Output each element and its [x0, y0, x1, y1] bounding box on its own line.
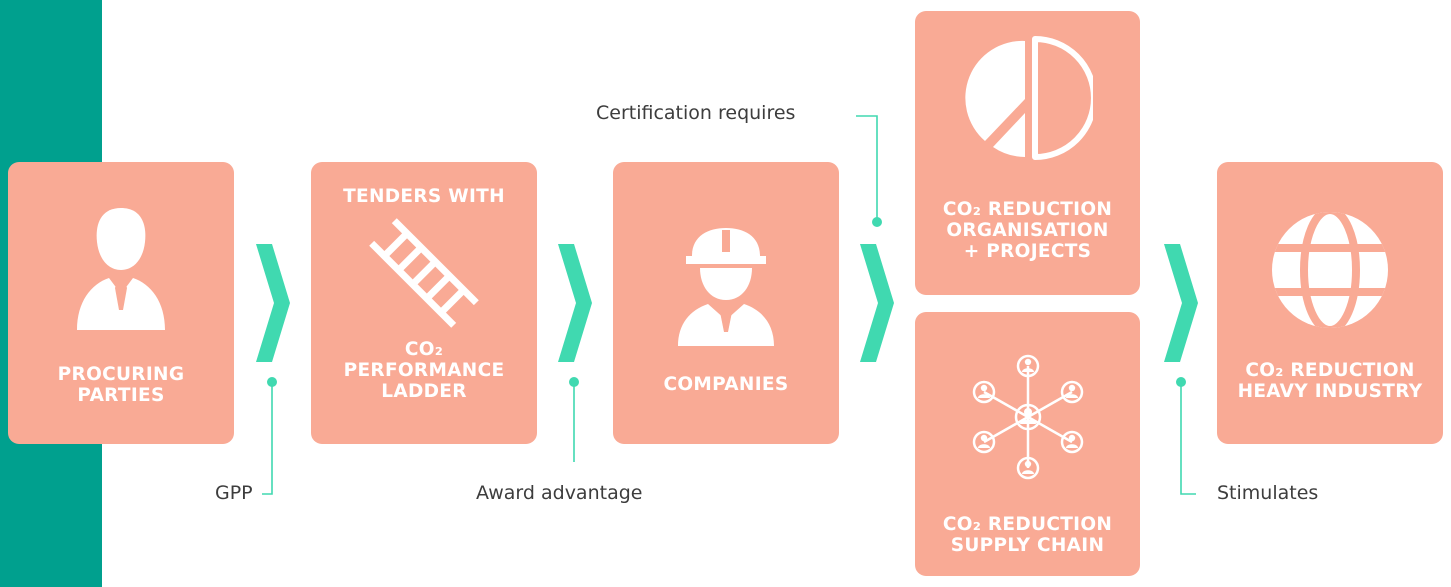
pie-chart-icon	[964, 36, 1093, 160]
label-line: HEAVY INDUSTRY	[1237, 381, 1423, 402]
label-line: COMPANIES	[663, 373, 789, 395]
stimulates-dot	[1176, 377, 1186, 387]
card-heavy-industry: CO₂ REDUCTION HEAVY INDUSTRY	[1217, 162, 1443, 444]
chevron-right-icon	[1164, 244, 1198, 362]
card-tenders-top-label: TENDERS WITH	[343, 186, 505, 207]
gpp-connector	[262, 382, 273, 495]
label-line: + PROJECTS	[963, 241, 1092, 262]
globe-icon	[1272, 212, 1388, 328]
label-line: CO₂ REDUCTION	[942, 199, 1113, 220]
card-procuring-label: PROCURING PARTIES	[58, 364, 185, 406]
card-tenders-label: CO₂ PERFORMANCE LADDER	[344, 339, 505, 402]
ladder-icon	[369, 218, 479, 328]
card-supply-chain: CO₂ REDUCTION SUPPLY CHAIN	[915, 312, 1140, 576]
card-org-projects: CO₂ REDUCTION ORGANISATION + PROJECTS	[915, 11, 1140, 295]
card-companies-label: COMPANIES	[664, 374, 789, 395]
label-line: CO₂	[404, 339, 444, 360]
card-heavy-industry-label: CO₂ REDUCTION HEAVY INDUSTRY	[1238, 360, 1423, 402]
label-line: PERFORMANCE	[343, 360, 505, 381]
construction-worker-icon	[678, 227, 774, 346]
label-line: SUPPLY CHAIN	[950, 535, 1105, 556]
business-person-icon	[77, 208, 165, 330]
label-line: CO₂ REDUCTION	[1245, 360, 1415, 381]
gpp-dot	[267, 377, 277, 387]
stimulates-connector	[1180, 382, 1196, 495]
label-line: ORGANISATION	[946, 220, 1109, 241]
label-line: PARTIES	[77, 385, 165, 406]
label-line: CO₂ REDUCTION	[942, 514, 1113, 535]
certification-connector	[856, 115, 878, 222]
annotation-certification-requires: Certification requires	[596, 102, 796, 124]
annotation-gpp: GPP	[215, 482, 253, 504]
card-procuring-parties: PROCURING PARTIES	[8, 162, 234, 444]
chevron-right-icon	[860, 244, 894, 362]
label-line: LADDER	[381, 381, 467, 402]
chevron-right-icon	[256, 244, 290, 362]
card-supply-chain-label: CO₂ REDUCTION SUPPLY CHAIN	[943, 514, 1112, 556]
card-companies: COMPANIES	[613, 162, 839, 444]
label-line: PROCURING	[57, 364, 185, 385]
award-dot	[569, 377, 579, 387]
chevron-right-icon	[558, 244, 592, 362]
card-tenders: TENDERS WITH CO₂ PERFORMANCE LADDER	[311, 162, 537, 444]
annotation-award-advantage: Award advantage	[476, 482, 643, 504]
card-org-projects-label: CO₂ REDUCTION ORGANISATION + PROJECTS	[943, 199, 1112, 262]
annotation-stimulates: Stimulates	[1217, 482, 1319, 504]
network-people-icon	[972, 354, 1083, 480]
label-line: TENDERS WITH	[343, 186, 505, 207]
certification-dot	[872, 217, 882, 227]
